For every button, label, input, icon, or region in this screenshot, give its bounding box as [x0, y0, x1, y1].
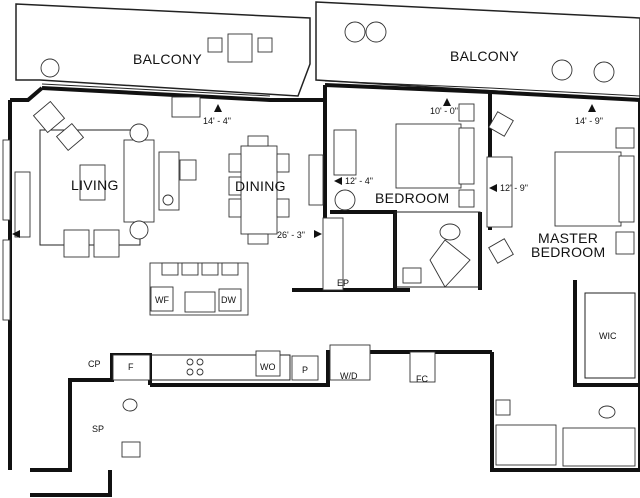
dim-arrow-icon: [214, 104, 222, 112]
dim-bedroom-width: 10' - 0": [430, 106, 458, 116]
p-label: P: [302, 365, 308, 375]
dim-bedroom-depth: 12' - 4": [345, 176, 373, 186]
wd-label: W/D: [340, 371, 358, 381]
ensuite-bath: [394, 211, 481, 288]
wf-label: WF: [155, 295, 169, 305]
master-bath: [121, 344, 636, 467]
dim-arrow-icon: [588, 104, 596, 112]
windows: [2, 80, 640, 321]
dim-master-depth: 12' - 9": [500, 183, 528, 193]
balcony-left: [15, 3, 311, 97]
balcony-right: [315, 1, 640, 101]
dining-furniture: [228, 135, 324, 245]
kitchen-island: [149, 262, 249, 316]
master-bedroom-label-2: BEDROOM: [531, 244, 605, 260]
kitchen-counter: [112, 350, 319, 381]
f-label: F: [128, 362, 134, 372]
sp-label: SP: [92, 424, 104, 434]
bedroom-furniture: [322, 103, 475, 291]
dim-arrow-icon: [334, 177, 342, 185]
dim-arrow-icon: [443, 98, 451, 106]
wic-label: WIC: [599, 331, 617, 341]
cp-label: CP: [88, 359, 101, 369]
dw-label: DW: [221, 295, 236, 305]
master-bedroom-label-1: MASTER: [538, 230, 598, 246]
dim-arrow-icon: [314, 230, 322, 238]
balcony-right-label: BALCONY: [450, 48, 519, 64]
dim-master-width: 14' - 9": [575, 116, 603, 126]
living-label: LIVING: [71, 177, 119, 193]
dim-living-depth: 26' - 3": [277, 230, 305, 240]
living-furniture: [14, 100, 197, 258]
wo-label: WO: [260, 362, 276, 372]
fc-label: FC: [416, 374, 428, 384]
balcony-furniture: [40, 21, 615, 83]
dining-label: DINING: [235, 178, 286, 194]
dim-living-width: 14' - 4": [203, 116, 231, 126]
dim-arrow-icon: [489, 184, 497, 192]
balcony-left-label: BALCONY: [133, 51, 202, 67]
dim-arrow-icon: [12, 230, 20, 238]
ep-label: EP: [337, 278, 349, 288]
master-furniture: [486, 111, 636, 379]
bedroom-label: BEDROOM: [375, 190, 449, 206]
